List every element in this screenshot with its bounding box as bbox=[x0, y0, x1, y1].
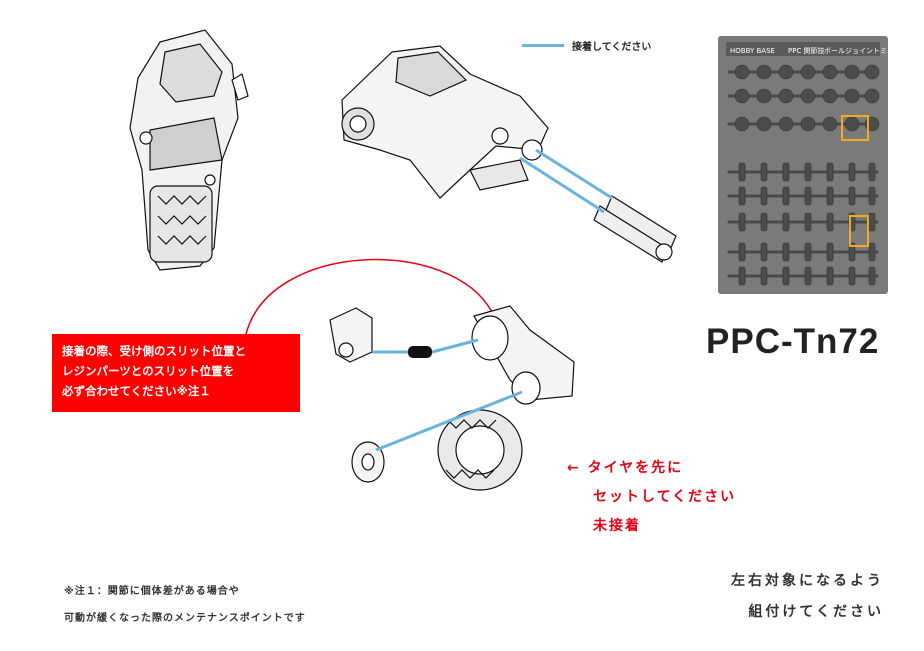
joint-rods-drawing bbox=[593, 195, 677, 263]
sprue-part bbox=[826, 186, 834, 206]
wheel-assembly-drawing bbox=[329, 305, 575, 491]
model-code: PPC-Tn72 bbox=[706, 322, 880, 361]
sprue-part bbox=[760, 162, 768, 182]
leg-part-drawing bbox=[129, 29, 249, 271]
sprue-part bbox=[868, 266, 876, 286]
sprue-part bbox=[844, 88, 860, 104]
sprue-part bbox=[756, 64, 772, 80]
highlight-box-top bbox=[841, 115, 869, 141]
tire-note-line-1: ← タイヤを先に bbox=[567, 460, 684, 476]
glue-legend-line bbox=[522, 44, 564, 47]
sprue-part bbox=[738, 242, 746, 262]
sprue-part bbox=[782, 212, 790, 232]
sprue-part bbox=[782, 162, 790, 182]
sprue-header-brand: HOBBY BASE bbox=[730, 47, 775, 55]
callout-line-2: レジンパーツとのスリット位置を bbox=[62, 364, 235, 378]
sprue-part bbox=[848, 162, 856, 182]
sprue-part bbox=[800, 116, 816, 132]
glue-lines-wheel bbox=[372, 338, 523, 452]
sprue-part bbox=[782, 186, 790, 206]
sprue-header-series: PPC 関節技 bbox=[788, 46, 825, 55]
sprue-part bbox=[800, 64, 816, 80]
sprue-part bbox=[760, 186, 768, 206]
sprue-runner-bar bbox=[727, 220, 879, 224]
sprue-part bbox=[804, 212, 812, 232]
sprue-part bbox=[760, 242, 768, 262]
sprue-part bbox=[864, 64, 880, 80]
tire-note-line-3: 未接着 bbox=[593, 518, 641, 534]
symmetry-note-line-2: 組付けてください bbox=[748, 604, 884, 620]
highlight-box-bottom bbox=[849, 215, 869, 247]
footnote-line-2: 可動が緩くなった際のメンテナンスポイントです bbox=[64, 613, 306, 624]
sprue-part bbox=[848, 266, 856, 286]
sprue-part bbox=[826, 242, 834, 262]
sprue-part bbox=[804, 242, 812, 262]
sprue-part bbox=[868, 186, 876, 206]
resin-joint-part bbox=[408, 346, 432, 358]
callout-line-3: 必ず合わせてください※注１ bbox=[62, 384, 211, 398]
sprue-part bbox=[782, 242, 790, 262]
glue-legend: 接着してください bbox=[522, 38, 651, 53]
sprue-part bbox=[868, 162, 876, 182]
footnote-line-1: ※注１：関節に個体差がある場合や bbox=[64, 586, 240, 597]
sprue-runner-bar bbox=[727, 250, 879, 254]
sprue-header-name: ボールジョイントミニ bbox=[824, 47, 894, 55]
sprue-part bbox=[848, 242, 856, 262]
sprue-runner-bar bbox=[727, 274, 879, 278]
tire-note-line-2: セットしてください bbox=[593, 489, 737, 505]
sprue-part bbox=[868, 242, 876, 262]
callout-arc bbox=[245, 258, 493, 335]
maintenance-footnote: ※注１：関節に個体差がある場合や 可動が緩くなった際のメンテナンスポイントです bbox=[64, 578, 306, 632]
sprue-runner-bar bbox=[727, 194, 879, 198]
sprue-part bbox=[826, 162, 834, 182]
sprue-part bbox=[734, 116, 750, 132]
sprue-part bbox=[778, 88, 794, 104]
sprue-part bbox=[738, 162, 746, 182]
sprue-part bbox=[868, 212, 876, 232]
sprue-part bbox=[864, 88, 880, 104]
sprue-runner-bar bbox=[727, 170, 879, 174]
glue-lines-body bbox=[519, 148, 613, 214]
sprue-part bbox=[734, 64, 750, 80]
tire-note: ← タイヤを先に セットしてください 未接着 bbox=[567, 454, 736, 541]
sprue-part bbox=[778, 116, 794, 132]
sprue-part bbox=[738, 186, 746, 206]
slit-alignment-callout: 接着の際、受け側のスリット位置と レジンパーツとのスリット位置を 必ず合わせてく… bbox=[52, 334, 300, 412]
sprue-part bbox=[826, 266, 834, 286]
sprue-part bbox=[756, 88, 772, 104]
callout-line-1: 接着の際、受け側のスリット位置と bbox=[62, 344, 246, 358]
sprue-part bbox=[760, 212, 768, 232]
sprue-part bbox=[760, 266, 768, 286]
sprue-part bbox=[738, 212, 746, 232]
sprue-part bbox=[848, 186, 856, 206]
sprue-part bbox=[778, 64, 794, 80]
sprue-part bbox=[822, 88, 838, 104]
sprue-part bbox=[844, 64, 860, 80]
symmetry-note-line-1: 左右対象になるよう bbox=[731, 573, 884, 589]
sprue-part bbox=[826, 212, 834, 232]
sprue-part bbox=[822, 64, 838, 80]
sprue-part bbox=[738, 266, 746, 286]
sprue-part bbox=[844, 116, 860, 132]
sprue-part bbox=[800, 88, 816, 104]
sprue-runner-photo: HOBBY BASE PPC 関節技 ボールジョイントミニ bbox=[718, 36, 894, 294]
symmetry-note: 左右対象になるよう 組付けてください bbox=[731, 566, 884, 628]
sprue-part bbox=[804, 266, 812, 286]
sprue-part bbox=[782, 266, 790, 286]
sprue-part bbox=[822, 116, 838, 132]
glue-legend-label: 接着してください bbox=[572, 42, 652, 53]
sprue-part bbox=[804, 162, 812, 182]
sprue-part bbox=[734, 88, 750, 104]
sprue-part bbox=[756, 116, 772, 132]
body-part-drawing bbox=[341, 45, 549, 199]
sprue-part bbox=[804, 186, 812, 206]
